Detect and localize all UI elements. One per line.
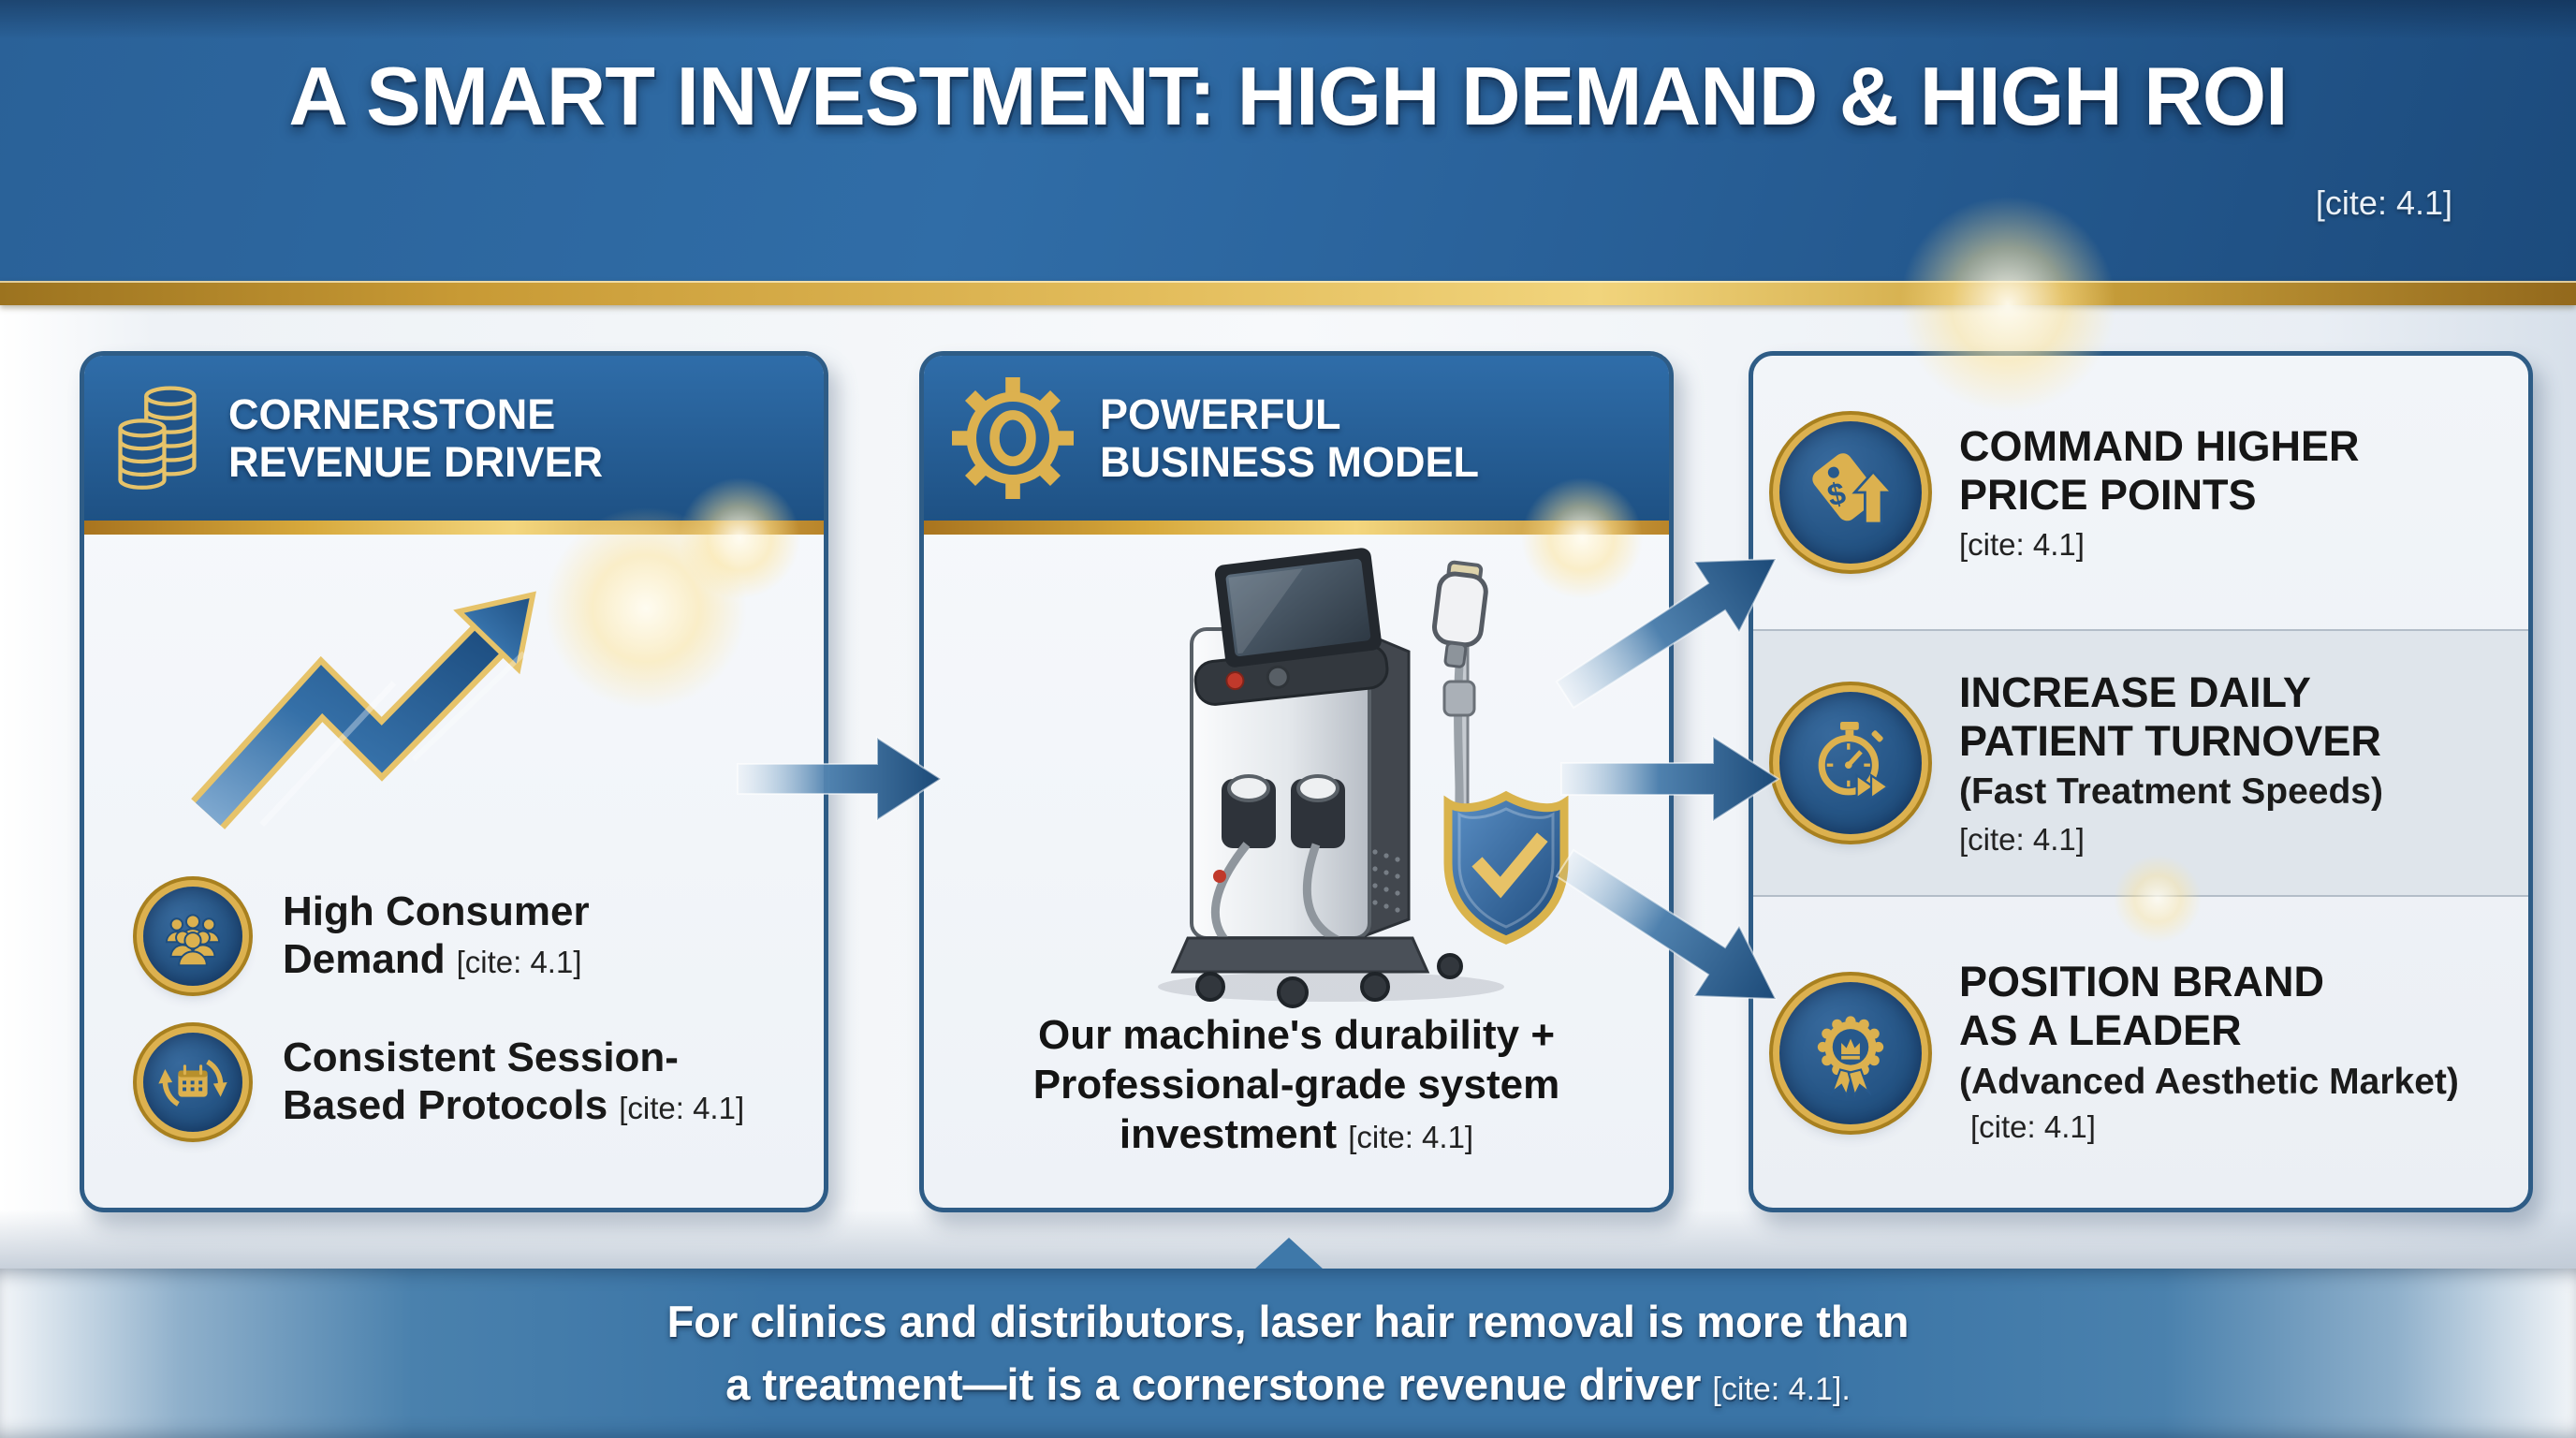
benefit-increase-patient-turnover: INCREASE DAILY PATIENT TURNOVER (Fast Tr… <box>1753 629 2528 897</box>
bullet-line2: Based Protocols[cite: 4.1] <box>283 1082 745 1128</box>
panel-benefits-list: $ COMMAND HIGHER PRICE POINTS [cite: 4.1… <box>1749 351 2533 1212</box>
citation: [cite: 4.1] <box>456 945 582 979</box>
calendar-sync-icon <box>143 1033 242 1132</box>
citation: [cite: 4.1] <box>1970 1109 2096 1145</box>
footer-band: For clinics and distributors, laser hair… <box>0 1269 2576 1438</box>
panel-title-line2: BUSINESS MODEL <box>1100 438 1480 486</box>
panel-title-line1: POWERFUL <box>1100 389 1341 438</box>
bullet-text: High Consumer Demand[cite: 4.1] <box>283 888 590 983</box>
citation: [cite: 4.1] <box>619 1091 745 1125</box>
panel-title-line1: CORNERSTONE <box>228 389 556 438</box>
machine-screen <box>1214 548 1382 668</box>
bullet-line1: Consistent Session- <box>283 1034 679 1081</box>
growth-zigzag-arrow <box>191 591 536 829</box>
benefit-command-higher-price-points: $ COMMAND HIGHER PRICE POINTS [cite: 4.1… <box>1753 356 2528 629</box>
laser-machine-illustration <box>1158 548 1569 1008</box>
gold-divider <box>0 281 2576 305</box>
citation: [cite: 4.1] <box>1348 1119 1474 1154</box>
citation: [cite: 4.1]. <box>1712 1371 1851 1407</box>
benefit-text: INCREASE DAILY PATIENT TURNOVER (Fast Tr… <box>1959 668 2383 858</box>
handpiece-wand <box>1432 560 1488 668</box>
benefit-text: POSITION BRAND AS A LEADER (Advanced Aes… <box>1959 958 2511 1149</box>
benefit-position-brand-leader: POSITION BRAND AS A LEADER (Advanced Aes… <box>1753 899 2528 1208</box>
benefit-line1: COMMAND HIGHER <box>1959 421 2360 470</box>
benefit-line1: INCREASE DAILY <box>1959 668 2311 717</box>
citation: [cite: 4.1] <box>1959 527 2085 563</box>
footer-line2: a treatment—it is a cornerstone revenue … <box>725 1358 1851 1409</box>
benefit-sub: (Fast Treatment Speeds) <box>1959 771 2383 813</box>
caption-line2: Professional-grade system <box>1032 1061 1560 1108</box>
medal-crown-icon <box>1779 982 1922 1124</box>
people-group-icon <box>143 887 242 986</box>
panel-header: POWERFUL BUSINESS MODEL <box>924 356 1669 521</box>
benefit-line1: POSITION BRAND <box>1959 958 2325 1006</box>
footer-line1: For clinics and distributors, laser hair… <box>666 1296 1910 1346</box>
panel-cornerstone-revenue-driver: CORNERSTONE REVENUE DRIVER <box>80 351 828 1212</box>
citation: [cite: 4.1] <box>1959 821 2085 857</box>
caption-line3: investment[cite: 4.1] <box>1119 1110 1474 1157</box>
page-title: A SMART INVESTMENT: HIGH DEMAND & HIGH R… <box>288 50 2288 142</box>
panel-header: CORNERSTONE REVENUE DRIVER <box>84 356 824 521</box>
caption-line1: Our machine's durability + <box>1037 1012 1556 1058</box>
gold-bar <box>84 521 824 535</box>
stopwatch-fast-icon <box>1779 692 1922 834</box>
benefit-line2: PATIENT TURNOVER <box>1959 717 2381 766</box>
gear-icon <box>952 377 1074 499</box>
benefit-sub: (Advanced Aesthetic Market)[cite: 4.1] <box>1959 1061 2459 1145</box>
bullet-line2: Demand[cite: 4.1] <box>283 936 582 982</box>
price-tag-up-icon: $ <box>1779 421 1922 564</box>
panel-powerful-business-model: POWERFUL BUSINESS MODEL <box>919 351 1674 1212</box>
bullet-line1: High Consumer <box>283 888 590 935</box>
band-notch-triangle <box>1254 1238 1324 1269</box>
bullet-high-consumer-demand: High Consumer Demand[cite: 4.1] <box>133 876 590 996</box>
header-banner: A SMART INVESTMENT: HIGH DEMAND & HIGH R… <box>0 0 2576 281</box>
machine-caption: Our machine's durability + Professional-… <box>946 1011 1647 1159</box>
panel-title: CORNERSTONE REVENUE DRIVER <box>228 390 603 487</box>
benefit-line2: PRICE POINTS <box>1959 471 2257 519</box>
header-citation: [cite: 4.1] <box>2315 183 2452 222</box>
coins-icon <box>118 386 197 490</box>
bullet-session-protocols: Consistent Session- Based Protocols[cite… <box>133 1022 744 1142</box>
gold-bar <box>924 521 1669 535</box>
panel-title: POWERFUL BUSINESS MODEL <box>1100 390 1479 487</box>
shield-check-icon <box>1443 790 1569 945</box>
benefit-line2: AS A LEADER <box>1959 1006 2242 1055</box>
benefit-text: COMMAND HIGHER PRICE POINTS [cite: 4.1] <box>1959 422 2359 563</box>
panel-title-line2: REVENUE DRIVER <box>228 438 604 486</box>
bullet-text: Consistent Session- Based Protocols[cite… <box>283 1034 744 1129</box>
